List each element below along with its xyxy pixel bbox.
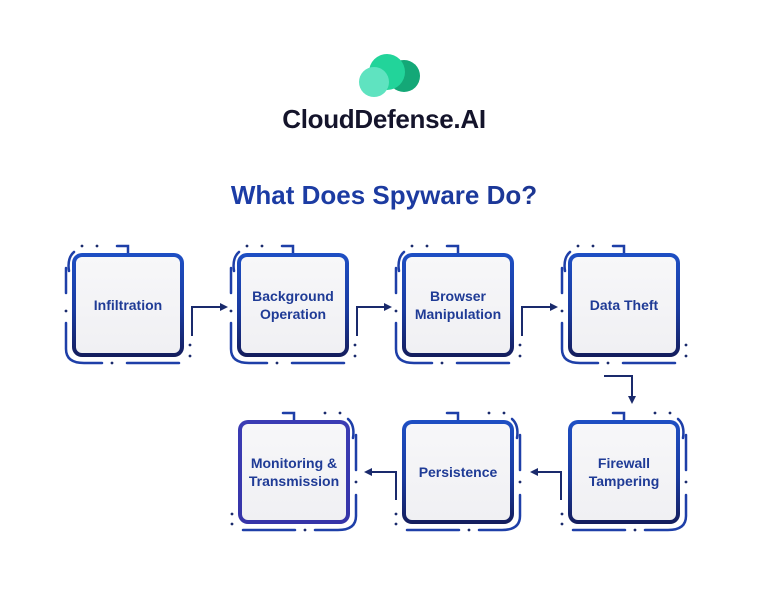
- arrow-1-2: [191, 303, 228, 336]
- decor-top-bracket: [280, 244, 295, 256]
- decor-bottom-corner: [477, 493, 522, 532]
- decor-dot: [303, 528, 307, 532]
- arrow-2-3: [356, 303, 392, 336]
- decor-bottom-corner: [64, 321, 104, 365]
- decor-bottom-corner: [560, 321, 600, 365]
- decor-bottom-corner: [643, 493, 688, 532]
- step-label: Monitoring &Transmission: [248, 455, 340, 489]
- decor-dot: [440, 361, 444, 365]
- decor-dot: [668, 411, 672, 415]
- decor-dot: [354, 480, 358, 484]
- decor-top-bracket: [611, 244, 626, 256]
- decor-dot: [64, 309, 68, 313]
- decor-dot: [353, 354, 357, 358]
- cloud-logo-icon: [359, 54, 420, 97]
- decor-dot: [560, 309, 564, 313]
- step-persistence: Persistence: [402, 420, 514, 524]
- decor-dot: [633, 528, 637, 532]
- decor-dot: [502, 411, 506, 415]
- decor-corner: [346, 417, 355, 440]
- decor-dot: [394, 522, 398, 526]
- decor-dot: [518, 354, 522, 358]
- decor-dot: [95, 244, 99, 248]
- decor-top-bracket: [445, 411, 460, 423]
- decor-dot: [684, 480, 688, 484]
- decor-dot: [467, 528, 471, 532]
- decor-dot: [353, 343, 357, 347]
- decor-corner: [232, 250, 241, 273]
- decor-dot: [323, 411, 327, 415]
- decor-dot: [338, 411, 342, 415]
- decor-dot: [518, 480, 522, 484]
- decor-corner: [510, 417, 519, 440]
- step-monitoring-transmission: Monitoring &Transmission: [238, 420, 350, 524]
- decor-dot: [487, 411, 491, 415]
- step-label: Persistence: [418, 464, 498, 480]
- decor-dot: [518, 343, 522, 347]
- decor-dot: [80, 244, 84, 248]
- brand-name: CloudDefense.AI: [282, 104, 486, 134]
- decor-top-bracket: [281, 411, 296, 423]
- decor-dot: [230, 522, 234, 526]
- decor-dot: [591, 244, 595, 248]
- decor-dot: [560, 512, 564, 516]
- decor-dot: [394, 512, 398, 516]
- decor-dot: [394, 309, 398, 313]
- decor-dot: [260, 244, 264, 248]
- arrow-6-7: [364, 468, 397, 500]
- decor-dot: [606, 361, 610, 365]
- decor-dot: [230, 512, 234, 516]
- arrow-4-5: [604, 375, 636, 404]
- decor-bottom-corner: [394, 321, 434, 365]
- decor-corner: [676, 417, 685, 440]
- decor-dot: [275, 361, 279, 365]
- decor-bottom-corner: [229, 321, 269, 365]
- decor-dot: [684, 343, 688, 347]
- decor-top-bracket: [445, 244, 460, 256]
- logo-circle-light: [359, 67, 389, 97]
- decor-corner: [67, 250, 76, 273]
- decor-bottom-corner: [313, 493, 358, 532]
- decor-dot: [229, 309, 233, 313]
- decor-corner: [397, 250, 406, 273]
- step-infiltration: Infiltration: [72, 253, 184, 357]
- diagram-title: What Does Spyware Do?: [0, 180, 768, 211]
- decor-dot: [110, 361, 114, 365]
- decor-top-bracket: [611, 411, 626, 423]
- arrow-3-4: [521, 303, 558, 336]
- decor-dot: [425, 244, 429, 248]
- decor-dot: [576, 244, 580, 248]
- arrow-5-6: [530, 468, 562, 500]
- decor-top-bracket: [115, 244, 130, 256]
- step-data-theft: Data Theft: [568, 253, 680, 357]
- decor-dot: [245, 244, 249, 248]
- step-label: Data Theft: [589, 297, 659, 313]
- decor-dot: [560, 522, 564, 526]
- decor-dot: [410, 244, 414, 248]
- decor-dot: [188, 354, 192, 358]
- decor-dot: [684, 354, 688, 358]
- step-label: Infiltration: [93, 297, 163, 313]
- decor-corner: [563, 250, 572, 273]
- decor-dot: [653, 411, 657, 415]
- decor-dot: [188, 343, 192, 347]
